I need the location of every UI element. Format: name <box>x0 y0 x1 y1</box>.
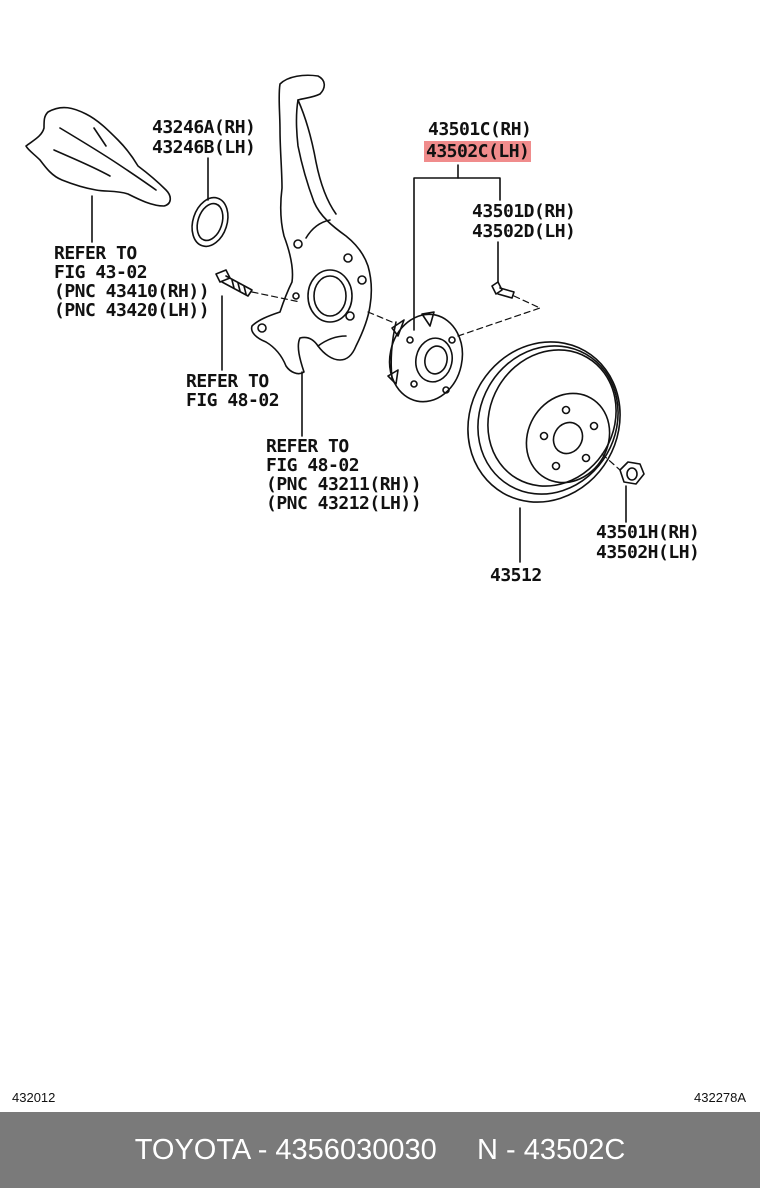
steering-knuckle-drawing <box>250 74 373 375</box>
refer-note-drive-shaft-line1: REFER TO <box>54 243 137 264</box>
refer-note-knuckle-line1: REFER TO <box>266 436 349 457</box>
knuckle-bolt-drawing <box>215 269 253 297</box>
seal-part-number-rh: 43246A(RH) <box>152 117 256 138</box>
hub-part-number-lh-highlighted: 43502C(LH) <box>424 141 532 162</box>
figure-code-left: 432012 <box>12 1090 56 1105</box>
refer-note-drive-shaft-line3: (PNC 43410(RH)) <box>54 281 210 302</box>
nut-part-number-lh: 43502H(LH) <box>596 542 700 563</box>
refer-note-knuckle-line3: (PNC 43211(RH)) <box>266 474 422 495</box>
figure-code-right: 432278A <box>694 1090 747 1105</box>
hub-bolt-drawing <box>491 281 515 299</box>
disc-rotor-drawing <box>467 341 621 503</box>
nut-part-number-rh: 43501H(RH) <box>596 522 700 543</box>
footer-bar: TOYOTA - 4356030030 N - 43502C <box>0 1112 760 1188</box>
hub-bearing-drawing <box>387 311 464 403</box>
refer-note-knuckle-line2: FIG 48-02 <box>266 455 360 476</box>
seal-ring-drawing <box>191 196 229 248</box>
refer-note-drive-shaft-line4: (PNC 43420(LH)) <box>54 300 210 321</box>
footer-part-info: TOYOTA - 4356030030 N - 43502C <box>134 1133 626 1166</box>
hub-part-number-rh: 43501C(RH) <box>428 119 532 140</box>
hub-bolt-part-number-lh: 43502D(LH) <box>472 221 576 242</box>
drive-shaft-drawing <box>25 106 172 207</box>
assembly-dashed-lines <box>251 291 621 471</box>
diagram-drawing <box>25 74 645 563</box>
refer-note-drive-shaft-line2: FIG 43-02 <box>54 262 148 283</box>
rotor-part-number: 43512 <box>490 565 542 586</box>
refer-note-bolt-line1: REFER TO <box>186 371 269 392</box>
hub-nut-drawing <box>619 461 645 485</box>
parts-diagram: 43246A(RH) 43246B(LH) 43501C(RH) 43502C(… <box>12 74 747 1105</box>
leader-lines <box>91 157 627 563</box>
refer-note-knuckle-line4: (PNC 43212(LH)) <box>266 493 422 514</box>
seal-part-number-lh: 43246B(LH) <box>152 137 256 158</box>
hub-bolt-part-number-rh: 43501D(RH) <box>472 201 576 222</box>
refer-note-bolt-line2: FIG 48-02 <box>186 390 280 411</box>
